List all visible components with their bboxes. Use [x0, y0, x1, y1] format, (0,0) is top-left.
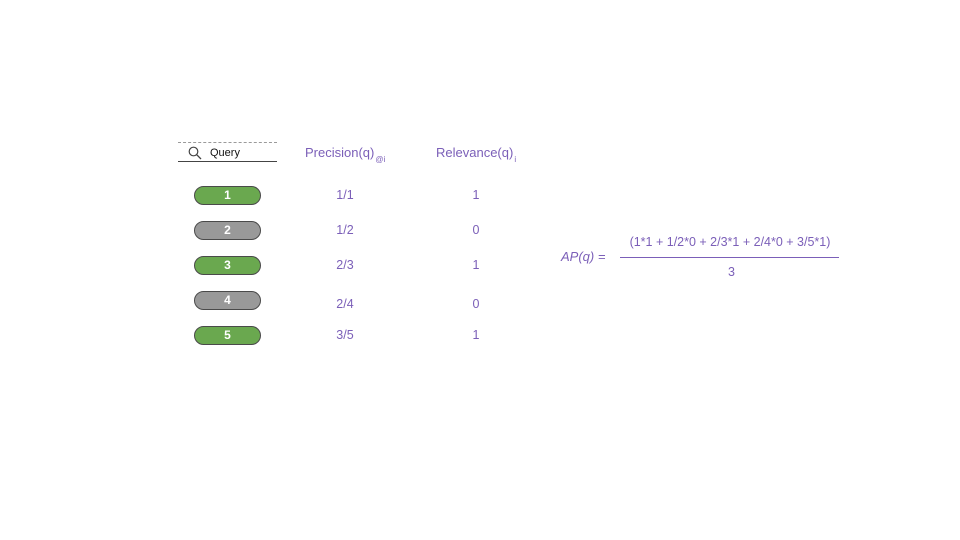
precision-header: Precision(q)@i	[305, 145, 385, 164]
precision-header-main: Precision(q)	[305, 145, 375, 160]
relevance-value-4: 0	[472, 297, 480, 311]
precision-header-sub: @i	[375, 155, 386, 164]
result-pill-2[interactable]: 2	[194, 221, 261, 240]
search-icon	[188, 146, 202, 160]
precision-value-5: 3/5	[336, 328, 354, 342]
formula-numerator: (1*1 + 1/2*0 + 2/3*1 + 2/4*0 + 3/5*1)	[629, 235, 831, 249]
formula-denominator: 3	[728, 265, 735, 279]
precision-value-3: 2/3	[336, 258, 354, 272]
ap-formula-label: AP(q) =	[561, 249, 606, 264]
query-search-box[interactable]: Query	[178, 142, 277, 162]
query-label: Query	[210, 147, 240, 159]
relevance-value-5: 1	[472, 328, 480, 342]
precision-value-4: 2/4	[336, 297, 354, 311]
relevance-value-3: 1	[472, 258, 480, 272]
relevance-header-sub: i	[514, 155, 517, 164]
result-pill-3[interactable]: 3	[194, 256, 261, 275]
relevance-header-main: Relevance(q)	[436, 145, 514, 160]
result-pill-5[interactable]: 5	[194, 326, 261, 345]
precision-value-2: 1/2	[336, 223, 354, 237]
result-pill-1[interactable]: 1	[194, 186, 261, 205]
fraction-bar	[620, 257, 839, 258]
relevance-value-1: 1	[472, 188, 480, 202]
result-pill-4[interactable]: 4	[194, 291, 261, 310]
relevance-header: Relevance(q)i	[436, 145, 516, 164]
relevance-value-2: 0	[472, 223, 480, 237]
precision-value-1: 1/1	[336, 188, 354, 202]
